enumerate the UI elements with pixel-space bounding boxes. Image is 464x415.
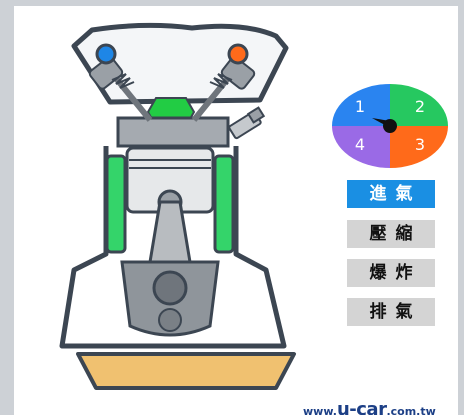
site-logo: www.u-car.com.tw	[303, 399, 436, 415]
wheel-label-2: 2	[415, 97, 425, 116]
wheel-label-4: 4	[355, 135, 365, 154]
cylinder-wall-right	[213, 154, 235, 254]
wheel-segment-3	[390, 126, 448, 168]
stroke-button-compression[interactable]: 壓縮	[347, 220, 435, 248]
cylinder-wall-left	[105, 154, 127, 254]
engine-cross-section-diagram	[59, 22, 296, 390]
stroke-button-exhaust[interactable]: 排氣	[347, 298, 435, 326]
stroke-button-intake[interactable]: 進氣	[347, 180, 435, 208]
wheel-segment-4	[332, 126, 390, 168]
crank-journal	[152, 270, 188, 306]
logo-name: u-car	[336, 399, 387, 415]
intake-valve	[88, 43, 153, 122]
logo-suffix: .com.tw	[386, 405, 436, 415]
wheel-hub	[383, 119, 397, 133]
cylinder-head	[116, 116, 230, 148]
crank-pin	[158, 308, 182, 332]
exhaust-valve	[191, 43, 256, 122]
oil-sump	[76, 352, 296, 390]
stroke-button-power[interactable]: 爆炸	[347, 259, 435, 287]
wheel-segment-1	[332, 84, 390, 126]
logo-prefix: www.	[303, 405, 337, 415]
spark-plug	[228, 106, 266, 140]
wheel-label-1: 1	[355, 97, 365, 116]
engine-block	[59, 146, 287, 349]
wheel-label-3: 3	[415, 135, 425, 154]
stroke-indicator-wheel: 1 2 3 4	[332, 84, 448, 168]
engine-animation-frame: 1 2 3 4 進氣 壓縮 爆炸 排氣 www.u-car.com.tw	[14, 6, 458, 415]
wheel-segment-2	[390, 84, 448, 126]
